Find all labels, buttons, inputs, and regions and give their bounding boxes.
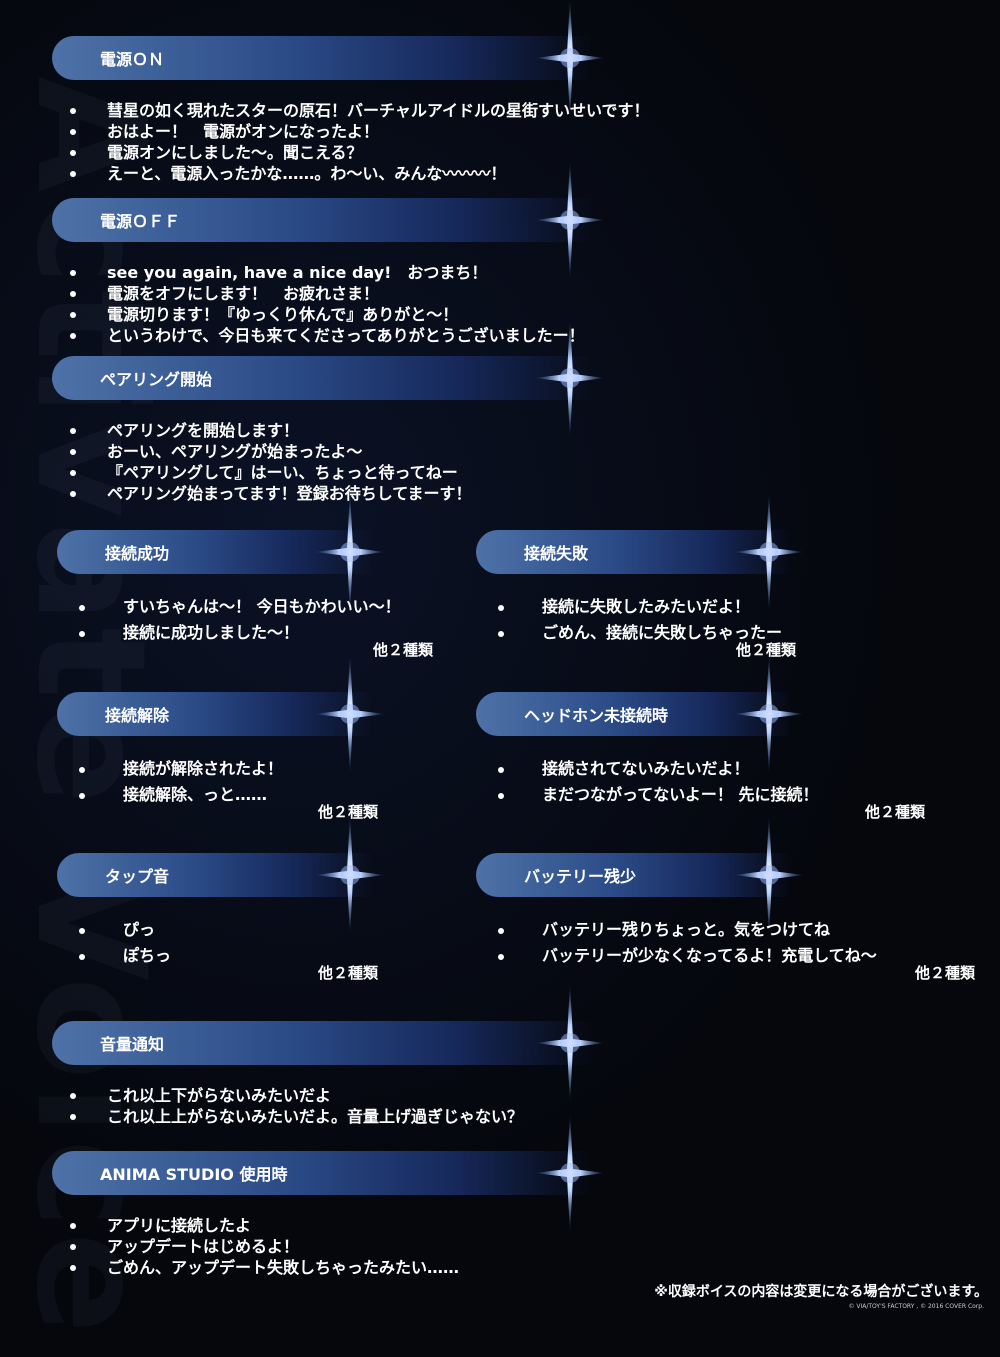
voice-line: バッテリー残りちょっと。気をつけてね <box>476 917 830 943</box>
section-connect-ok: 接続成功すいちゃんは〜！ 今日もかわいい〜！接続に成功しました〜！ <box>57 492 401 646</box>
disclaimer-note: ※収録ボイスの内容は変更になる場合がございます。 <box>654 1284 988 1300</box>
copyright: © VIA/TOY'S FACTORY , © 2016 COVER Corp. <box>848 1303 984 1310</box>
section-header: 音量通知 <box>52 983 605 1103</box>
voice-line: ぴっ <box>57 917 392 943</box>
voice-line: 接続されてないみたいだよ！ <box>476 756 811 782</box>
voice-line: 接続に成功しました〜！ <box>57 620 392 646</box>
section-pairing: ペアリング開始ペアリングを開始します！おーい、ペアリングが始まったよ〜『ペアリン… <box>52 318 612 504</box>
voice-line: 電源をオフにします！ お疲れさま！ <box>52 283 612 304</box>
section-header: ヘッドホン未接続時 <box>476 654 804 774</box>
voice-line: アップデートはじめるよ！ <box>52 1236 612 1257</box>
voice-list: アプリに接続したよアップデートはじめるよ！ごめん、アップデート失敗しちゃったみた… <box>52 1215 612 1278</box>
section-battery: バッテリー残少バッテリー残りちょっと。気をつけてねバッテリーが少なくなってるよ！… <box>476 815 877 969</box>
section-title: ANIMA STUDIO 使用時 <box>100 1165 288 1184</box>
voice-list: ぴっぽちっ <box>57 917 392 969</box>
voice-line: おはよー！ 電源がオンになったよ！ <box>52 121 612 142</box>
voice-list: これ以上下がらないみたいだよこれ以上上がらないみたいだよ。音量上げ過ぎじゃない？ <box>52 1085 612 1127</box>
section-tap: タップ音ぴっぽちっ <box>57 815 392 969</box>
section-title: 接続失敗 <box>524 544 589 563</box>
voice-line: 電源切ります！『ゆっくり休んで』ありがと〜！ <box>52 304 612 325</box>
voice-line: これ以上下がらないみたいだよ <box>52 1085 612 1106</box>
voice-line: ぽちっ <box>57 943 392 969</box>
other-variants-label: 他２種類 <box>735 641 796 659</box>
section-title: タップ音 <box>105 867 170 886</box>
other-variants-label: 他２種類 <box>914 964 975 982</box>
section-title: ペアリング開始 <box>100 370 213 389</box>
voice-line: えーと、電源入ったかな……。わ〜い、みんな〰〰〰！ <box>52 163 612 184</box>
voice-line: ごめん、アップデート失敗しちゃったみたい…… <box>52 1257 612 1278</box>
voice-line: すいちゃんは〜！ 今日もかわいい〜！ <box>57 594 401 620</box>
voice-line: 接続解除、っと…… <box>57 782 392 808</box>
section-power-on: 電源ＯＮ 彗星の如く現れたスターの原石！バーチャルアイドルの星街すいせいです！おは… <box>52 0 650 184</box>
section-connect-fail: 接続失敗接続に失敗したみたいだよ！ごめん、接続に失敗しちゃったー <box>476 492 811 646</box>
voice-list: ペアリングを開始します！おーい、ペアリングが始まったよ〜『ペアリングして』はーい… <box>52 420 612 504</box>
voice-line: ペアリング始まってます！登録お待ちしてまーす！ <box>52 483 612 504</box>
section-header: ANIMA STUDIO 使用時 <box>52 1113 605 1233</box>
section-header: 接続解除 <box>57 654 385 774</box>
section-header: 電源ＯＮ <box>52 0 605 118</box>
voice-line: 電源オンにしました〜。聞こえる？ <box>52 142 612 163</box>
section-title: 電源ＯＦＦ <box>100 212 181 231</box>
section-title: 接続成功 <box>105 544 170 563</box>
section-title: 音量通知 <box>100 1035 165 1054</box>
voice-line: アプリに接続したよ <box>52 1215 612 1236</box>
section-power-off: 電源ＯＦＦ see you again, have a nice day! おつま… <box>52 160 612 346</box>
voice-line: というわけで、今日も来てくださってありがとうございましたー！ <box>52 325 612 346</box>
voice-line: まだつながってないよー！ 先に接続！ <box>476 782 818 808</box>
voice-list: 接続されてないみたいだよ！まだつながってないよー！ 先に接続！ <box>476 756 818 808</box>
voice-list: 接続が解除されたよ！接続解除、っと…… <box>57 756 392 808</box>
voice-line: バッテリーが少なくなってるよ！充電してね〜 <box>476 943 877 969</box>
voice-line: 接続に失敗したみたいだよ！ <box>476 594 811 620</box>
section-headphone: ヘッドホン未接続時接続されてないみたいだよ！まだつながってないよー！ 先に接続！ <box>476 654 818 808</box>
voice-line: 彗星の如く現れたスターの原石！バーチャルアイドルの星街すいせいです！ <box>52 100 650 121</box>
section-header: 接続失敗 <box>476 492 804 612</box>
section-anima: ANIMA STUDIO 使用時アプリに接続したよアップデートはじめるよ！ごめん… <box>52 1113 612 1278</box>
voice-line: これ以上上がらないみたいだよ。音量上げ過ぎじゃない？ <box>52 1106 612 1127</box>
voice-line: 『ペアリングして』はーい、ちょっと待ってねー <box>52 462 612 483</box>
section-title: ヘッドホン未接続時 <box>524 706 669 725</box>
section-title: バッテリー残少 <box>524 867 637 886</box>
voice-line: ごめん、接続に失敗しちゃったー <box>476 620 811 646</box>
voice-line: 接続が解除されたよ！ <box>57 756 392 782</box>
section-disconnect: 接続解除接続が解除されたよ！接続解除、っと…… <box>57 654 392 808</box>
other-variants-label: 他２種類 <box>864 803 925 821</box>
voice-line: おーい、ペアリングが始まったよ〜 <box>52 441 612 462</box>
voice-line: ペアリングを開始します！ <box>52 420 612 441</box>
section-header: 電源ＯＦＦ <box>52 160 605 280</box>
section-header: 接続成功 <box>57 492 385 612</box>
voice-list: すいちゃんは〜！ 今日もかわいい〜！接続に成功しました〜！ <box>57 594 401 646</box>
voice-list: バッテリー残りちょっと。気をつけてねバッテリーが少なくなってるよ！充電してね〜 <box>476 917 877 969</box>
other-variants-label: 他２種類 <box>317 803 378 821</box>
voice-list: 接続に失敗したみたいだよ！ごめん、接続に失敗しちゃったー <box>476 594 811 646</box>
section-title: 接続解除 <box>105 706 170 725</box>
section-header: バッテリー残少 <box>476 815 804 935</box>
section-volume: 音量通知これ以上下がらないみたいだよこれ以上上がらないみたいだよ。音量上げ過ぎじ… <box>52 983 612 1127</box>
other-variants-label: 他２種類 <box>372 641 433 659</box>
voice-list: 彗星の如く現れたスターの原石！バーチャルアイドルの星街すいせいです！おはよー！ … <box>52 100 650 184</box>
voice-list: see you again, have a nice day! おつまち！電源を… <box>52 262 612 346</box>
section-title: 電源ＯＮ <box>100 50 165 69</box>
section-header: タップ音 <box>57 815 385 935</box>
voice-line: see you again, have a nice day! おつまち！ <box>52 262 612 283</box>
other-variants-label: 他２種類 <box>317 964 378 982</box>
section-header: ペアリング開始 <box>52 318 605 438</box>
